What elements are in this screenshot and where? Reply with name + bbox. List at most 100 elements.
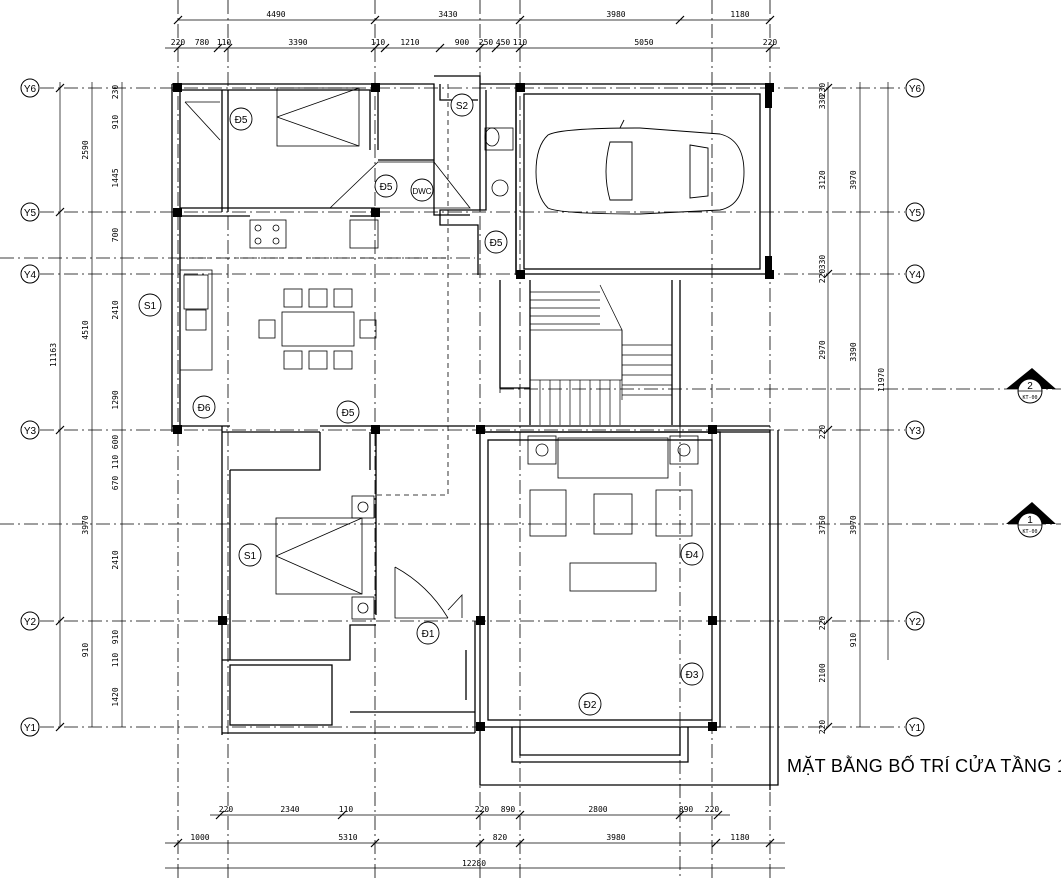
dim-right-1: 3970	[849, 170, 858, 189]
section-mark-sheet: KT-00	[1022, 395, 1037, 401]
dim-bottom-1: 220	[475, 805, 490, 814]
dim-bottom-1: 110	[339, 805, 354, 814]
dim-top-2: 780	[195, 38, 210, 47]
dim-right-2: 330	[818, 95, 827, 110]
dim-left-2: 1290	[111, 390, 120, 409]
axis-bubbles-right	[905, 78, 925, 737]
axis-label-left: Y2	[24, 617, 37, 628]
section-mark-id: 1	[1027, 515, 1033, 526]
dimension-ticks	[55, 15, 833, 848]
dining-set	[258, 288, 377, 370]
dim-right-2: 3120	[818, 170, 827, 189]
door-swings	[394, 566, 463, 619]
living-furniture	[527, 435, 699, 592]
dim-left-2: 2410	[111, 550, 120, 569]
dim-left-2: 110	[111, 653, 120, 668]
car	[535, 119, 745, 215]
dim-bottom-1: 220	[219, 805, 234, 814]
axis-labels: Y6 Y5 Y4 Y3 Y2 Y1 Y6 Y5 Y4 Y3 Y2 Y1	[24, 84, 922, 734]
window-tag: S1	[244, 551, 257, 562]
columns	[173, 83, 774, 731]
dim-left-2: 1420	[111, 687, 120, 706]
dim-left-1: 910	[81, 643, 90, 658]
dim-top-2: 110	[217, 38, 232, 47]
dim-right-2: 220	[818, 616, 827, 631]
dim-bottom-1: 220	[705, 805, 720, 814]
opening-tags	[138, 93, 704, 716]
dim-top-2: 450	[496, 38, 511, 47]
opening-tag-labels: Đ5 S2 Đ5 DWC Đ5 S1 Đ6 Đ5 S1 Đ4 Đ1 Đ3 Đ2	[144, 101, 699, 711]
axis-label-left: Y6	[24, 84, 37, 95]
dim-top-1: 1180	[730, 10, 749, 19]
door-tag: Đ3	[686, 670, 699, 681]
axis-label-right: Y3	[909, 426, 922, 437]
dim-right-total: 11970	[877, 368, 886, 392]
dim-bottom-1: 2800	[588, 805, 607, 814]
door-tag: Đ4	[686, 550, 699, 561]
dim-left-2: 230	[111, 85, 120, 100]
kitchen-counter	[180, 219, 379, 371]
axis-label-right: Y6	[909, 84, 922, 95]
dim-bottom-total: 12280	[462, 859, 486, 868]
dim-left-2: 700	[111, 228, 120, 243]
dimension-texts-right: 3970 3390 3970 910 230 330 3120 330 220 …	[818, 83, 886, 735]
dim-right-1: 910	[849, 633, 858, 648]
dim-left-2: 110	[111, 455, 120, 470]
dim-bottom-2: 1180	[730, 833, 749, 842]
dim-bottom-2: 1000	[190, 833, 209, 842]
door-tag: Đ5	[490, 238, 503, 249]
axis-label-left: Y1	[24, 723, 37, 734]
door-tag: Đ5	[380, 182, 393, 193]
dim-right-2: 230	[818, 83, 827, 98]
bed-top	[276, 87, 360, 147]
dim-top-2: 220	[171, 38, 186, 47]
dim-bottom-2: 3980	[606, 833, 625, 842]
dim-bottom-1: 2340	[280, 805, 299, 814]
dim-bottom-2: 820	[493, 833, 508, 842]
dim-top-1: 4490	[266, 10, 285, 19]
dim-left-2: 670	[111, 476, 120, 491]
dim-right-2: 220	[818, 425, 827, 440]
dim-right-2: 3750	[818, 515, 827, 534]
stairs	[529, 284, 672, 425]
dimension-lines	[59, 19, 889, 869]
axis-label-right: Y1	[909, 723, 922, 734]
dim-left-1: 4510	[81, 320, 90, 339]
dim-left-2: 1445	[111, 168, 120, 187]
dim-left-2: 2410	[111, 300, 120, 319]
dim-top-2: 110	[513, 38, 528, 47]
dim-left-total: 11163	[49, 343, 58, 367]
dimension-texts-left: 2590 4510 3970 910 230 910 1445 700 2410…	[49, 85, 120, 707]
window-tag: S1	[144, 301, 157, 312]
dim-left-1: 2590	[81, 140, 90, 159]
axis-bubbles-left	[20, 78, 40, 737]
section-mark-2: 2 KT-00	[1006, 368, 1056, 404]
dim-right-2: 220	[818, 269, 827, 284]
dim-left-2: 600	[111, 435, 120, 450]
dim-bottom-1: 890	[501, 805, 516, 814]
dim-top-1: 3980	[606, 10, 625, 19]
dim-top-2: 1210	[400, 38, 419, 47]
axis-label-left: Y5	[24, 208, 37, 219]
axis-label-right: Y4	[909, 270, 922, 281]
dim-right-2: 2100	[818, 663, 827, 682]
dim-top-2: 900	[455, 38, 470, 47]
dim-right-2: 2970	[818, 340, 827, 359]
door-tag: Đ5	[342, 408, 355, 419]
axis-label-right: Y5	[909, 208, 922, 219]
dim-left-2: 910	[111, 630, 120, 645]
dim-bottom-2: 5310	[338, 833, 357, 842]
walls	[171, 75, 779, 790]
dim-top-2: 3390	[288, 38, 307, 47]
door-tag: Đ6	[198, 403, 211, 414]
hidden-lines	[180, 84, 501, 496]
section-mark-sheet: KT-00	[1022, 529, 1037, 535]
bed-bottom	[275, 495, 375, 620]
door-tag: Đ5	[235, 115, 248, 126]
dim-right-1: 3390	[849, 342, 858, 361]
wc-fixtures	[329, 127, 514, 209]
dim-right-1: 3970	[849, 515, 858, 534]
dim-right-2: 220	[818, 720, 827, 735]
door-tag: Đ2	[584, 700, 597, 711]
